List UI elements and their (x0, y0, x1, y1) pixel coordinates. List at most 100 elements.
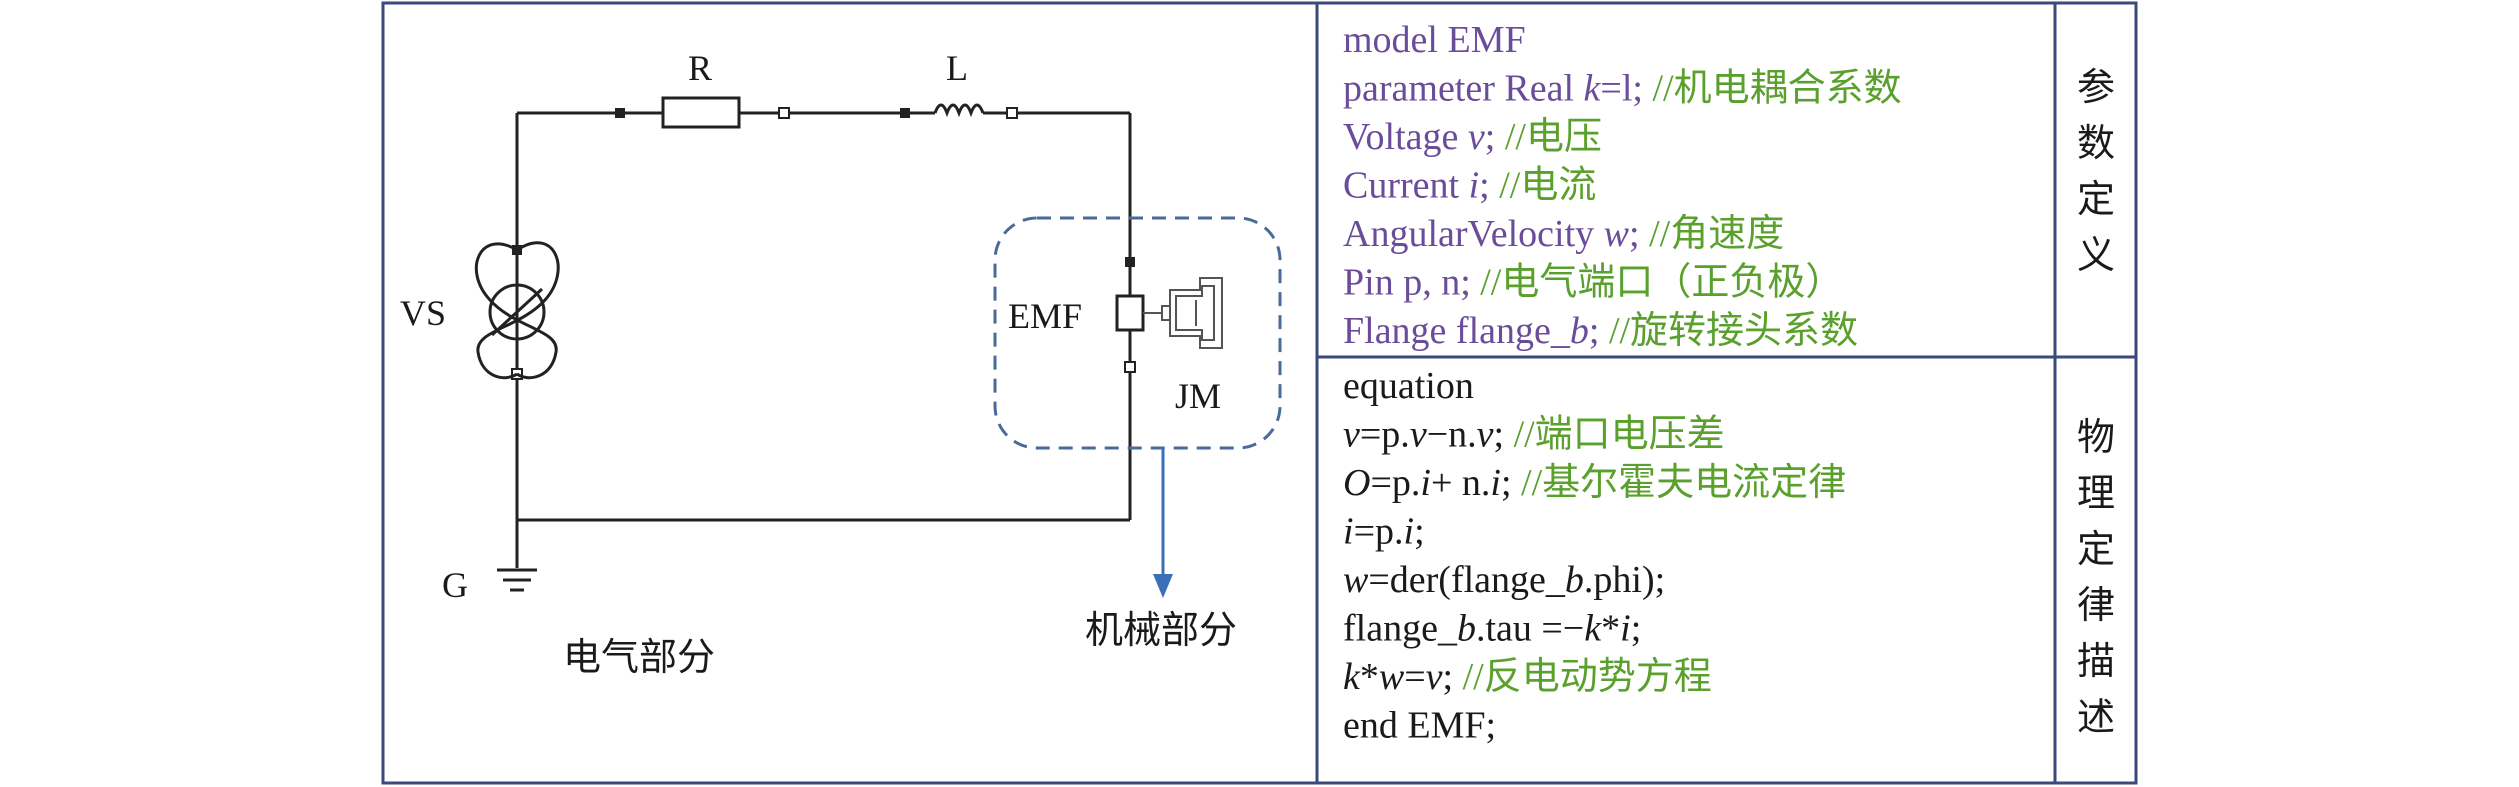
code-segment: + n. (1431, 462, 1490, 504)
code-segment: w (1343, 559, 1369, 601)
connector-emf-bottom (1124, 361, 1136, 373)
code-segment: AngularVelocity (1343, 213, 1604, 255)
label-jm: JM (1175, 376, 1221, 416)
code-line: model EMF (1343, 19, 1526, 61)
side-title-char: 物 (2077, 415, 2115, 459)
mechanical-arrow-head (1153, 574, 1173, 598)
code-line: end EMF; (1343, 705, 1496, 747)
vs-signal-curve (476, 241, 560, 380)
code-segment: −n. (1427, 414, 1477, 456)
side-title-char: 律 (2077, 583, 2115, 627)
code-segment: ; (1589, 310, 1609, 352)
side-title-char: 定 (2077, 527, 2115, 571)
code-segment: //电流 (1499, 165, 1596, 207)
code-segment: k (1584, 68, 1602, 110)
label-l: L (946, 48, 968, 88)
code-line: flange_b.tau =−k*i; (1343, 608, 1641, 650)
code-segment: i (1343, 511, 1354, 553)
code-line: v=p.v−n.v; //端口电压差 (1343, 414, 1725, 456)
code-segment: ; (1443, 656, 1463, 698)
side-title-char: 义 (2077, 233, 2115, 277)
code-line: parameter Real k=l; //机电耦合系数 (1343, 68, 1902, 110)
code-segment: O (1343, 462, 1370, 504)
code-segment: i (1469, 165, 1480, 207)
connector-r-in (615, 108, 625, 118)
code-segment: b (1565, 559, 1584, 601)
code-segment: v (1426, 656, 1443, 698)
code-line: AngularVelocity w; //角速度 (1343, 213, 1784, 255)
code-line: Flange flange_b; //旋转接头系数 (1343, 310, 1858, 352)
code-segment: =der(flange_ (1368, 559, 1566, 601)
code-segment: Current (1343, 165, 1469, 207)
code-segment: k (1343, 656, 1361, 698)
side-title-char: 理 (2077, 471, 2115, 515)
resistor-r (661, 96, 741, 129)
code-line: Pin p, n; //电气端口（正负极） (1343, 262, 1843, 304)
code-segment: * (1601, 608, 1620, 650)
code-line: equation (1343, 365, 1474, 407)
code-segment: ; (1414, 511, 1425, 553)
code-segment: Flange flange_ (1343, 310, 1571, 352)
side-title-char: 参 (2077, 65, 2115, 109)
mechanical-dashed-box (993, 216, 1282, 450)
label-emf: EMF (1008, 296, 1082, 336)
side-title-char: 述 (2077, 695, 2115, 739)
code-segment: i (1420, 462, 1431, 504)
code-segment: ; (1631, 608, 1642, 650)
caption-mechanical: 机械部分 (1085, 610, 1237, 652)
code-line: i=p.i; (1343, 511, 1425, 553)
code-segment: ; (1501, 462, 1521, 504)
code-segment: end EMF; (1343, 705, 1496, 747)
outer-frame (381, 1, 2138, 785)
code-segment: b (1457, 608, 1476, 650)
code-segment: ; (1494, 414, 1514, 456)
flange-jm (1143, 277, 1223, 349)
side-title-char: 数 (2077, 121, 2115, 165)
code-segment: //旋转接头系数 (1609, 310, 1858, 352)
connector-l-in (900, 108, 910, 118)
code-line: Voltage v; //电压 (1343, 116, 1602, 158)
code-segment: b (1570, 310, 1589, 352)
code-segment: w (1379, 656, 1405, 698)
code-segment: //基尔霍夫电流定律 (1521, 462, 1846, 504)
code-segment: * (1360, 656, 1379, 698)
inductor-l (933, 103, 985, 118)
code-segment: i (1490, 462, 1501, 504)
code-segment: parameter Real (1343, 68, 1584, 110)
code-segment: //电气端口（正负极） (1480, 262, 1843, 304)
code-segment: i (1620, 608, 1631, 650)
code-segment: flange_ (1343, 608, 1458, 650)
code-segment: ; (1629, 213, 1649, 255)
code-segment: v (1343, 414, 1360, 456)
code-segment: //端口电压差 (1514, 414, 1725, 456)
emf-element (1115, 294, 1145, 332)
caption-electrical: 电气部分 (563, 637, 715, 679)
code-segment: model EMF (1343, 19, 1526, 61)
code-segment: = (1404, 656, 1425, 698)
connector-l-out (1006, 107, 1018, 119)
connector-emf-top (1125, 257, 1135, 267)
code-params: model EMF parameter Real k=l; //机电耦合系数 Vol… (1343, 19, 1902, 352)
code-segment: Voltage (1343, 116, 1468, 158)
code-segment: w (1604, 213, 1630, 255)
code-segment: =p. (1354, 511, 1404, 553)
code-segment: Pin p, n; (1343, 262, 1480, 304)
label-r: R (688, 48, 712, 88)
connector-r-out (778, 107, 790, 119)
code-segment: =p. (1360, 414, 1410, 456)
code-segment: v (1410, 414, 1427, 456)
code-segment: ; (1479, 165, 1499, 207)
vs-signal-curve-2 (474, 242, 558, 380)
code-segment: //电压 (1505, 116, 1602, 158)
code-segment: .phi); (1584, 559, 1665, 601)
code-segment: =p. (1370, 462, 1420, 504)
code-segment: ; (1485, 116, 1505, 158)
code-segment: v (1468, 116, 1485, 158)
code-segment: //角速度 (1649, 213, 1784, 255)
code-segment: .tau =− (1476, 608, 1584, 650)
code-segment: //机电耦合系数 (1652, 68, 1901, 110)
